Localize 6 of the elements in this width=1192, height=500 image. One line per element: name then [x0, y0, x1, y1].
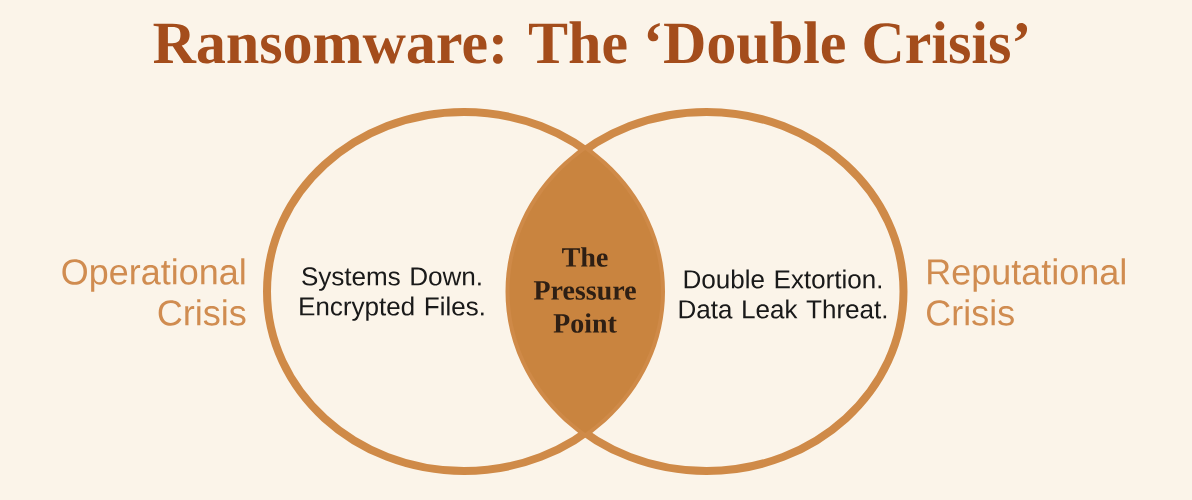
title: Ransomware: The ‘Double Crisis’	[153, 21, 1028, 64]
circle-text: Double Extortion. Data Leak Threat.	[679, 269, 887, 319]
circle-text: Systems Down. Encrypted Files.	[300, 267, 484, 321]
circle-heading: Reputational Crisis	[927, 258, 1125, 326]
circle-heading: Operational Crisis	[62, 258, 246, 326]
overlap-label: The Pressure Point	[533, 247, 636, 333]
